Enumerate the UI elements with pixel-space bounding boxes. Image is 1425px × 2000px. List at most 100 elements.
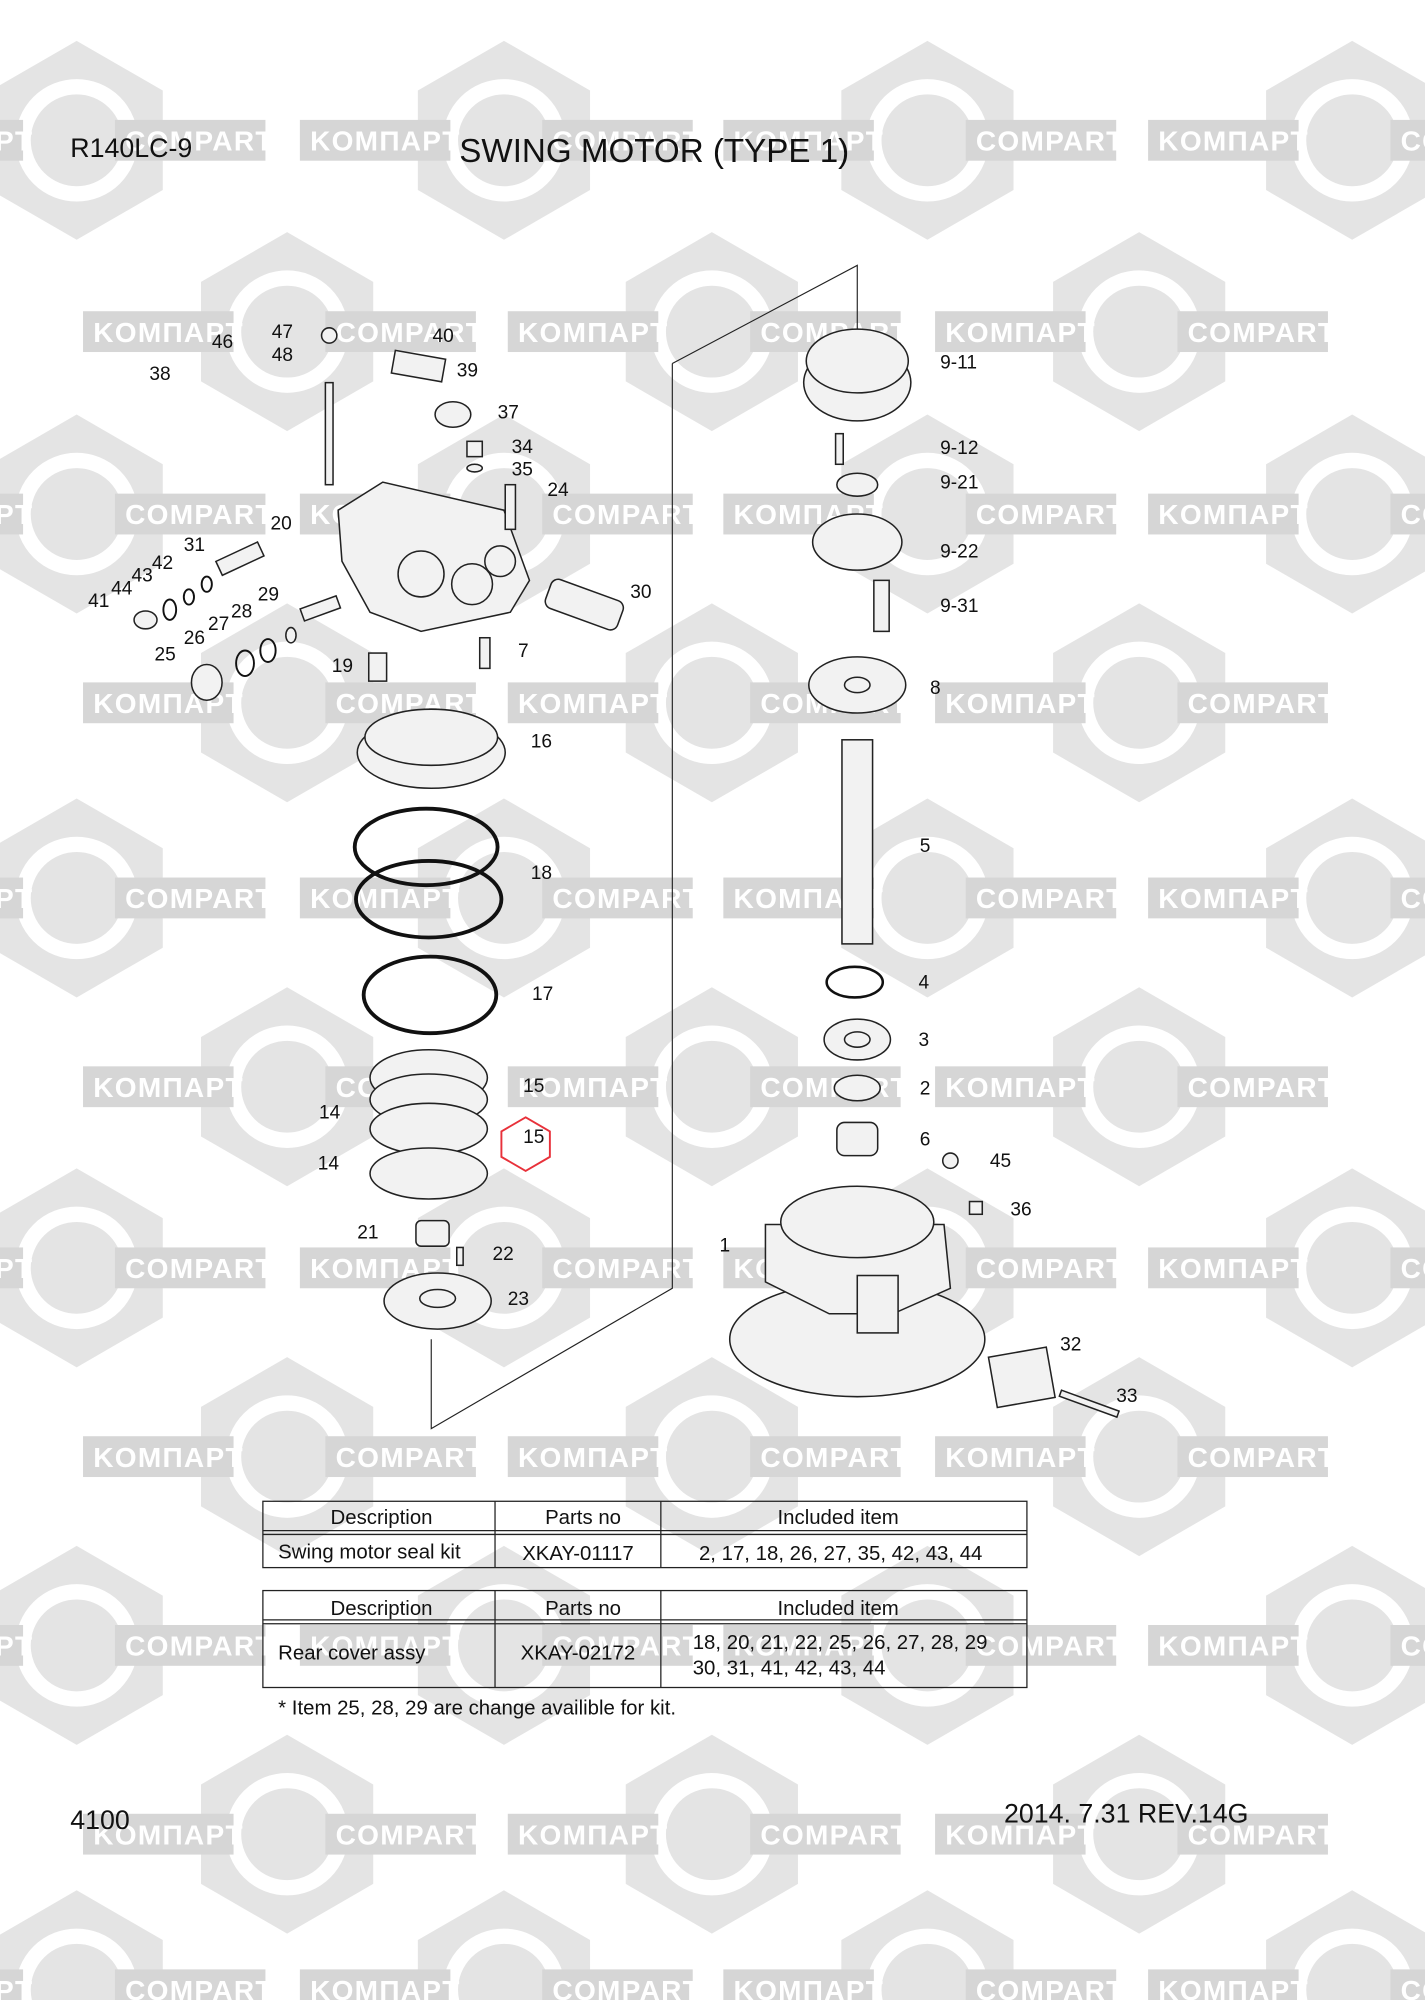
- svg-text:COMPART: COMPART: [552, 1631, 701, 1662]
- svg-text:COMPART: COMPART: [976, 499, 1125, 530]
- svg-text:COMPART: COMPART: [1401, 1975, 1425, 2000]
- col-description: Description: [331, 1507, 433, 1529]
- svg-text:COMPART: COMPART: [760, 1442, 909, 1473]
- svg-text:COMPART: COMPART: [1188, 688, 1337, 719]
- svg-text:KOMПAPT: KOMПAPT: [518, 1819, 669, 1850]
- svg-text:KOMПAPT: KOMПAPT: [0, 126, 33, 157]
- svg-text:KOMПAPT: KOMПAPT: [310, 1631, 461, 1662]
- svg-text:COMPART: COMPART: [125, 883, 274, 914]
- row-included-item: 2, 17, 18, 26, 27, 35, 42, 43, 44: [699, 1543, 982, 1565]
- col-parts-no: Parts no: [545, 1598, 621, 1620]
- part-label: 44: [111, 578, 133, 599]
- svg-text:COMPART: COMPART: [552, 126, 701, 157]
- part-label: 18: [531, 863, 552, 884]
- row-included-item-line1: 18, 20, 21, 22, 25, 26, 27, 28, 29: [693, 1632, 988, 1654]
- part-label: 48: [272, 345, 293, 366]
- watermark-logo: KOMПAPT COMPART: [507, 1357, 909, 1557]
- svg-text:COMPART: COMPART: [336, 1442, 485, 1473]
- watermark-logo: KOMПAPT COMPART: [935, 232, 1337, 432]
- svg-text:KOMПAPT: KOMПAPT: [0, 1253, 33, 1284]
- col-description: Description: [331, 1598, 433, 1620]
- part-label: 36: [1010, 1200, 1031, 1221]
- part-label: 27: [208, 614, 229, 635]
- svg-text:KOMПAPT: KOMПAPT: [1158, 883, 1309, 914]
- svg-text:KOMПAPT: KOMПAPT: [93, 688, 244, 719]
- part-label: 15: [523, 1127, 544, 1148]
- part-label: 14: [319, 1103, 341, 1124]
- svg-text:COMPART: COMPART: [552, 499, 701, 530]
- row-parts-no: XKAY-02172: [521, 1642, 636, 1664]
- svg-text:KOMПAPT: KOMПAPT: [734, 126, 885, 157]
- svg-text:KOMПAPT: KOMПAPT: [1158, 1975, 1309, 2000]
- part-label: 14: [318, 1154, 340, 1175]
- part-label: 34: [512, 437, 534, 458]
- col-included-item: Included item: [777, 1598, 898, 1620]
- watermark-logo: KOMПAPT COMPART: [507, 1734, 909, 1934]
- part-label: 4: [918, 973, 929, 994]
- svg-text:COMPART: COMPART: [125, 1253, 274, 1284]
- svg-text:COMPART: COMPART: [760, 1819, 909, 1850]
- part-label: 20: [271, 513, 292, 534]
- svg-text:COMPART: COMPART: [125, 1975, 274, 2000]
- watermark-logo: KOMПAPT COMPART: [0, 1168, 274, 1368]
- svg-text:COMPART: COMPART: [1401, 126, 1425, 157]
- svg-text:KOMПAPT: KOMПAPT: [945, 688, 1096, 719]
- left-parts: [133, 327, 625, 1330]
- part-label: 7: [518, 641, 529, 662]
- part-label: 16: [531, 731, 552, 752]
- svg-text:KOMПAPT: KOMПAPT: [1158, 1631, 1309, 1662]
- part-label: 6: [920, 1129, 931, 1150]
- svg-text:COMPART: COMPART: [1188, 317, 1337, 348]
- part-label: 19: [332, 656, 353, 677]
- svg-text:KOMПAPT: KOMПAPT: [945, 317, 1096, 348]
- part-label: 46: [212, 332, 233, 353]
- svg-text:COMPART: COMPART: [976, 126, 1125, 157]
- part-label: 32: [1060, 1335, 1081, 1356]
- svg-text:COMPART: COMPART: [552, 1253, 701, 1284]
- svg-text:KOMПAPT: KOMПAPT: [93, 1072, 244, 1103]
- part-label: 31: [184, 535, 205, 556]
- row-included-item-line2: 30, 31, 41, 42, 43, 44: [693, 1658, 886, 1680]
- part-label: 41: [88, 591, 109, 612]
- part-label: 28: [231, 601, 252, 622]
- watermark-logo: KOMПAPT COMPART: [0, 1890, 274, 2000]
- model-label: R140LC-9: [70, 133, 192, 163]
- col-parts-no: Parts no: [545, 1507, 621, 1529]
- part-label: 9-31: [940, 596, 978, 617]
- svg-text:KOMПAPT: KOMПAPT: [518, 688, 669, 719]
- part-label: 5: [920, 836, 931, 857]
- row-description: Rear cover assy: [278, 1642, 426, 1664]
- row-parts-no: XKAY-01117: [522, 1543, 633, 1565]
- right-parts: [728, 328, 1121, 1419]
- svg-text:KOMПAPT: KOMПAPT: [93, 317, 244, 348]
- svg-text:KOMПAPT: KOMПAPT: [310, 126, 461, 157]
- svg-text:KOMПAPT: KOMПAPT: [734, 1975, 885, 2000]
- part-label: 9-11: [940, 353, 977, 374]
- svg-text:COMPART: COMPART: [1188, 1819, 1337, 1850]
- svg-text:COMPART: COMPART: [125, 499, 274, 530]
- svg-text:KOMПAPT: KOMПAPT: [0, 1975, 33, 2000]
- svg-text:COMPART: COMPART: [125, 126, 274, 157]
- svg-text:COMPART: COMPART: [1188, 1442, 1337, 1473]
- svg-text:COMPART: COMPART: [336, 1819, 485, 1850]
- svg-text:KOMПAPT: KOMПAPT: [518, 1442, 669, 1473]
- page-number: 4100: [70, 1805, 130, 1835]
- part-label: 42: [152, 553, 173, 574]
- watermark-logo: KOMПAPT COMPART: [299, 40, 701, 240]
- svg-text:COMPART: COMPART: [1401, 499, 1425, 530]
- assembly-outline: [430, 264, 858, 1430]
